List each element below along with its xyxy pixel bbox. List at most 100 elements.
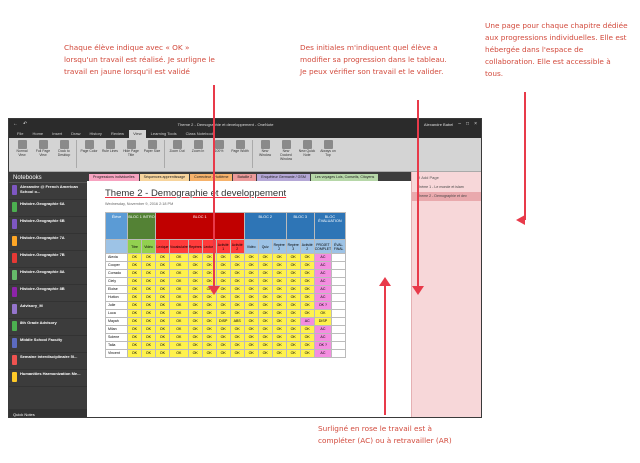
progress-cell[interactable]: OK	[229, 309, 245, 318]
progress-cell[interactable]: OK	[187, 269, 203, 278]
section-tab[interactable]: Correcteur - Huitième	[190, 174, 233, 181]
progress-cell[interactable]: OK	[229, 293, 245, 302]
progress-cell[interactable]: OK	[243, 293, 259, 302]
progress-cell[interactable]	[331, 325, 347, 334]
section-tab[interactable]: Enquêteur Germanie / GSM	[257, 174, 310, 181]
progress-cell[interactable]: OK	[155, 301, 170, 310]
progress-cell[interactable]: OK	[229, 325, 245, 334]
progress-cell[interactable]: OK	[285, 333, 301, 342]
ribbon-button-zoom-in[interactable]: Zoom In	[189, 140, 207, 154]
progress-cell[interactable]: OK	[155, 253, 170, 262]
progress-cell[interactable]: OK	[215, 301, 231, 310]
progress-cell[interactable]	[331, 309, 347, 318]
progress-cell[interactable]: OK	[257, 333, 273, 342]
progress-cell[interactable]: OK	[271, 293, 287, 302]
progress-cell[interactable]: OK	[299, 269, 315, 278]
notebook-item[interactable]: Middle School Faculty	[9, 336, 87, 353]
progress-cell[interactable]: OK	[285, 269, 301, 278]
progress-cell[interactable]: OK	[141, 341, 156, 350]
progress-cell[interactable]: OK	[271, 333, 287, 342]
progress-cell[interactable]: OK	[229, 341, 245, 350]
page-list-item[interactable]: Theme 2 - Demographie et dev	[412, 192, 481, 201]
progress-cell[interactable]: OK	[299, 333, 315, 342]
progress-cell[interactable]: OK	[215, 341, 231, 350]
progress-cell[interactable]: OK	[127, 309, 142, 318]
progress-cell[interactable]: OK	[141, 285, 156, 294]
progress-cell[interactable]: OK	[141, 309, 156, 318]
progress-cell[interactable]	[331, 253, 347, 262]
progress-cell[interactable]: OK	[155, 269, 170, 278]
progress-cell[interactable]: AC	[313, 285, 333, 294]
page-list-item[interactable]: Thème 1 - Le monde et islam	[417, 185, 464, 189]
ribbon-button-100-[interactable]: 100%	[210, 140, 228, 154]
progress-cell[interactable]	[331, 301, 347, 310]
progress-cell[interactable]: OK ?	[313, 341, 333, 350]
progress-cell[interactable]: OK	[285, 285, 301, 294]
ribbon-button-always-on-top[interactable]: Always on Top	[319, 140, 337, 158]
menu-tab-home[interactable]: Home	[32, 131, 44, 136]
progress-cell[interactable]: OK	[257, 309, 273, 318]
close-icon[interactable]: ×	[474, 121, 477, 127]
menu-tab-review[interactable]: Review	[110, 131, 125, 136]
add-page-button[interactable]: ⊕ Add Page	[417, 175, 439, 180]
progress-cell[interactable]: OK	[155, 325, 170, 334]
progress-cell[interactable]: OK	[257, 349, 273, 358]
quick-notes-link[interactable]: Quick Notes	[9, 409, 87, 417]
progress-cell[interactable]: OK	[127, 325, 142, 334]
menu-tab-file[interactable]: File	[17, 131, 24, 136]
progress-cell[interactable]: OK	[169, 293, 189, 302]
progress-cell[interactable]: OK	[299, 253, 315, 262]
progress-cell[interactable]: OK	[215, 333, 231, 342]
notebook-item[interactable]: Histoire-Geographie 7B	[9, 251, 87, 268]
progress-cell[interactable]: OK	[187, 309, 203, 318]
progress-cell[interactable]: OK	[187, 325, 203, 334]
progress-cell[interactable]: OK	[271, 317, 287, 326]
progress-cell[interactable]: OK	[257, 261, 273, 270]
progress-cell[interactable]: OK	[285, 277, 301, 286]
progress-cell[interactable]: OK	[169, 253, 189, 262]
notebook-item[interactable]: Histoire-Geographie 7A	[9, 234, 87, 251]
ribbon-button-full-page-view[interactable]: Full Page View	[34, 140, 52, 158]
progress-cell[interactable]: OK	[257, 293, 273, 302]
progress-cell[interactable]: OK	[141, 253, 156, 262]
progress-cell[interactable]: OK	[299, 325, 315, 334]
progress-cell[interactable]: OK	[285, 301, 301, 310]
progress-cell[interactable]: OK	[299, 293, 315, 302]
menu-tab-history[interactable]: History	[89, 131, 102, 136]
progress-cell[interactable]	[331, 317, 347, 326]
progress-cell[interactable]: OK	[243, 261, 259, 270]
progress-cell[interactable]: OK	[201, 317, 217, 326]
progress-cell[interactable]: OK	[127, 261, 142, 270]
progress-cell[interactable]: OK	[169, 277, 189, 286]
ribbon-button-dock-to-desktop[interactable]: Dock to Desktop	[55, 140, 73, 158]
progress-cell[interactable]: OK	[257, 285, 273, 294]
progress-cell[interactable]: ABS	[229, 317, 245, 326]
ribbon-button-new-window[interactable]: New Window	[256, 140, 274, 158]
menu-tab-class-notebook[interactable]: Class Notebook	[185, 131, 214, 136]
notebook-item[interactable]: Humanities Harmonization Me...	[9, 370, 87, 387]
progress-cell[interactable]: OK	[271, 341, 287, 350]
ribbon-button-new-quick-note[interactable]: New Quick Note	[298, 140, 316, 158]
ribbon-button-page-color[interactable]: Page Color	[80, 140, 98, 154]
ribbon-button-hide-page-title[interactable]: Hide Page Title	[122, 140, 140, 158]
progress-cell[interactable]: OK	[155, 261, 170, 270]
progress-cell[interactable]: OK	[187, 253, 203, 262]
progress-cell[interactable]: OK	[201, 341, 217, 350]
progress-cell[interactable]: OK	[229, 285, 245, 294]
progress-cell[interactable]: OK	[243, 269, 259, 278]
ribbon-button-rule-lines[interactable]: Rule Lines	[101, 140, 119, 154]
progress-cell[interactable]: OK	[127, 301, 142, 310]
progress-cell[interactable]: OK	[215, 349, 231, 358]
progress-cell[interactable]: OK	[215, 277, 231, 286]
progress-cell[interactable]: OK	[215, 309, 231, 318]
progress-cell[interactable]: AC	[313, 253, 333, 262]
progress-cell[interactable]: OK	[169, 269, 189, 278]
progress-cell[interactable]: OK	[141, 261, 156, 270]
progress-cell[interactable]: OK ?	[313, 301, 333, 310]
progress-cell[interactable]: OK	[271, 277, 287, 286]
progress-cell[interactable]: OK	[187, 293, 203, 302]
notebook-item[interactable]: 8th Grade Advisory	[9, 319, 87, 336]
progress-cell[interactable]: OK	[155, 349, 170, 358]
progress-cell[interactable]	[331, 349, 347, 358]
progress-cell[interactable]: AC	[313, 261, 333, 270]
